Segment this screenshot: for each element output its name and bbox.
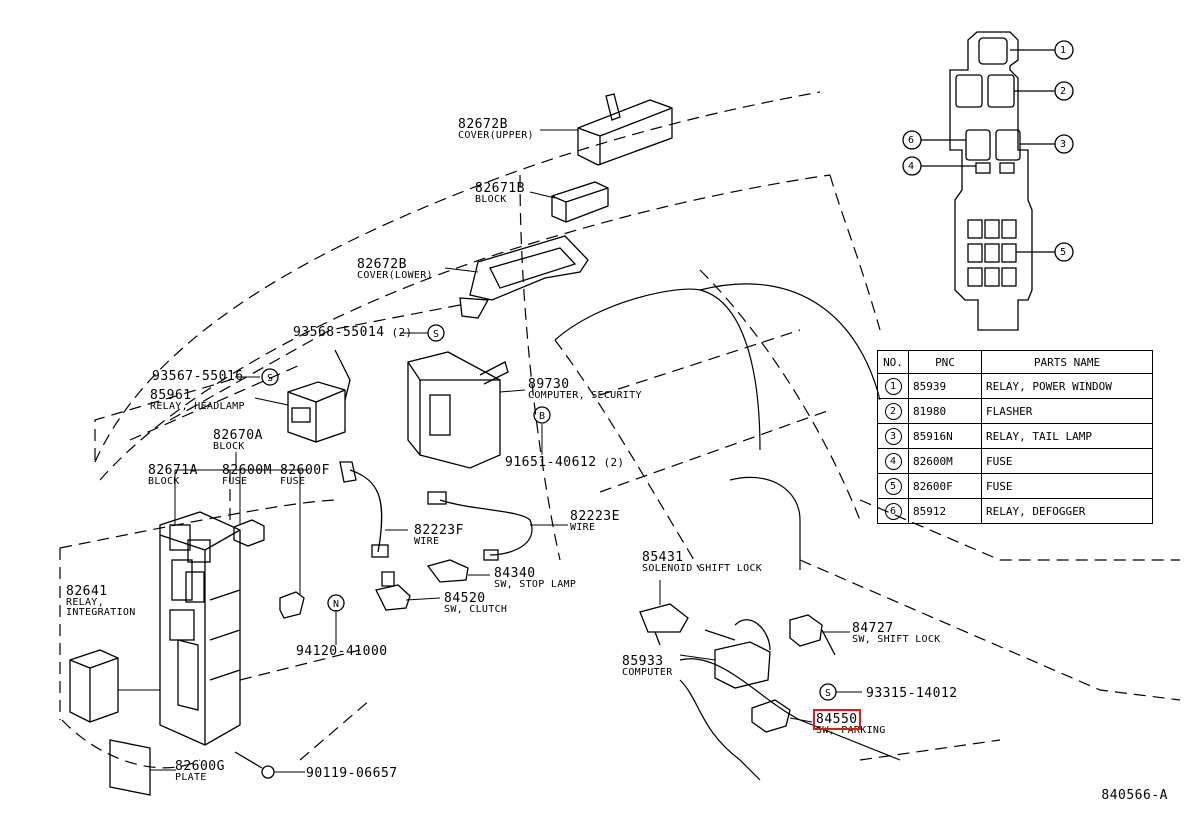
row-name: RELAY, TAIL LAMP	[981, 423, 1153, 449]
part-label-93568-55014[interactable]: 93568-55014 (2)	[293, 325, 413, 340]
table-row[interactable]: 5 82600F FUSE	[877, 473, 1153, 499]
plate-shape	[109, 739, 151, 796]
row-pnc: 81980	[908, 398, 982, 424]
row-pnc: 82600F	[908, 473, 982, 499]
clutch-switch-shape	[375, 571, 411, 611]
svg-text:B: B	[539, 411, 545, 422]
dash-curve	[554, 283, 901, 781]
svg-text:N: N	[333, 599, 339, 610]
stop-lamp-switch-shape	[426, 559, 469, 583]
row-pnc: 85916N	[908, 423, 982, 449]
table-row[interactable]: 6 85912 RELAY, DEFOGGER	[877, 498, 1153, 524]
row-number: 2	[884, 402, 902, 420]
table-row[interactable]: 1 85939 RELAY, POWER WINDOW	[877, 373, 1153, 399]
row-number: 3	[884, 427, 902, 445]
bolt-shape	[234, 751, 275, 779]
callout-1: 1	[1060, 45, 1067, 56]
row-name: FUSE	[981, 473, 1153, 499]
shift-lock-switch-shape	[789, 614, 836, 656]
callout-4: 4	[908, 161, 915, 172]
row-number: 4	[884, 452, 902, 470]
table-row[interactable]: 2 81980 FLASHER	[877, 398, 1153, 424]
part-label-94120-41000[interactable]: 94120-41000	[296, 644, 388, 659]
part-label-93567-55016[interactable]: 93567-55016	[152, 369, 244, 384]
svg-text:S: S	[433, 329, 439, 340]
svg-text:S: S	[825, 688, 831, 699]
parts-table: NO. PNC PARTS NAME 1 85939 RELAY, POWER …	[877, 350, 1153, 524]
cover-lower-shape	[459, 235, 589, 319]
integration-relay-shape	[69, 649, 119, 723]
wire-f-shape	[339, 461, 389, 558]
fuse-block-outline	[921, 31, 1055, 331]
row-name: FLASHER	[981, 398, 1153, 424]
block-b-shape	[551, 181, 609, 223]
fuse-f-shape	[279, 591, 305, 619]
cover-upper-shape	[577, 93, 673, 166]
table-row[interactable]: 3 85916N RELAY, TAIL LAMP	[877, 423, 1153, 449]
computer-85933-shape	[704, 619, 771, 689]
table-header-parts-name: PARTS NAME	[981, 350, 1153, 374]
row-pnc: 85912	[908, 498, 982, 524]
row-number: 6	[884, 502, 902, 520]
row-pnc: 82600M	[908, 448, 982, 474]
row-number: 5	[884, 477, 902, 495]
row-pnc: 85939	[908, 373, 982, 399]
dashboard-outline	[59, 91, 1181, 769]
part-label-93315-14012[interactable]: 93315-14012	[866, 686, 958, 701]
table-header-pnc: PNC	[908, 350, 982, 374]
fuse-m-shape	[233, 519, 265, 547]
highlighted-part-number[interactable]: 84550	[813, 709, 861, 730]
leader-lines	[118, 129, 862, 773]
mark-circles	[261, 324, 837, 701]
callout-3: 3	[1060, 139, 1067, 150]
row-name: RELAY, DEFOGGER	[981, 498, 1153, 524]
wire-e-shape	[427, 491, 533, 561]
part-label-91651-40612[interactable]: 91651-40612 (2)	[505, 455, 625, 470]
row-name: FUSE	[981, 448, 1153, 474]
parking-switch-shape	[751, 699, 791, 733]
callout-5: 5	[1060, 247, 1067, 258]
security-computer-shape	[407, 351, 509, 469]
part-label-90119-06657[interactable]: 90119-06657	[306, 766, 398, 781]
row-name: RELAY, POWER WINDOW	[981, 373, 1153, 399]
table-header-row: NO. PNC PARTS NAME	[877, 350, 1153, 374]
headlamp-relay-shape	[287, 349, 351, 443]
table-header-no: NO.	[877, 350, 909, 374]
solenoid-shape	[639, 603, 689, 646]
callout-6: 6	[908, 135, 915, 146]
figure-code: 840566-A	[1101, 788, 1168, 803]
callout-2: 2	[1060, 86, 1067, 97]
row-number: 1	[884, 377, 902, 395]
table-row[interactable]: 4 82600M FUSE	[877, 448, 1153, 474]
callout-circles	[902, 40, 1074, 262]
main-block-shape	[159, 511, 241, 746]
mark-letters: S S B N S	[267, 329, 831, 699]
svg-text:S: S	[267, 373, 273, 384]
